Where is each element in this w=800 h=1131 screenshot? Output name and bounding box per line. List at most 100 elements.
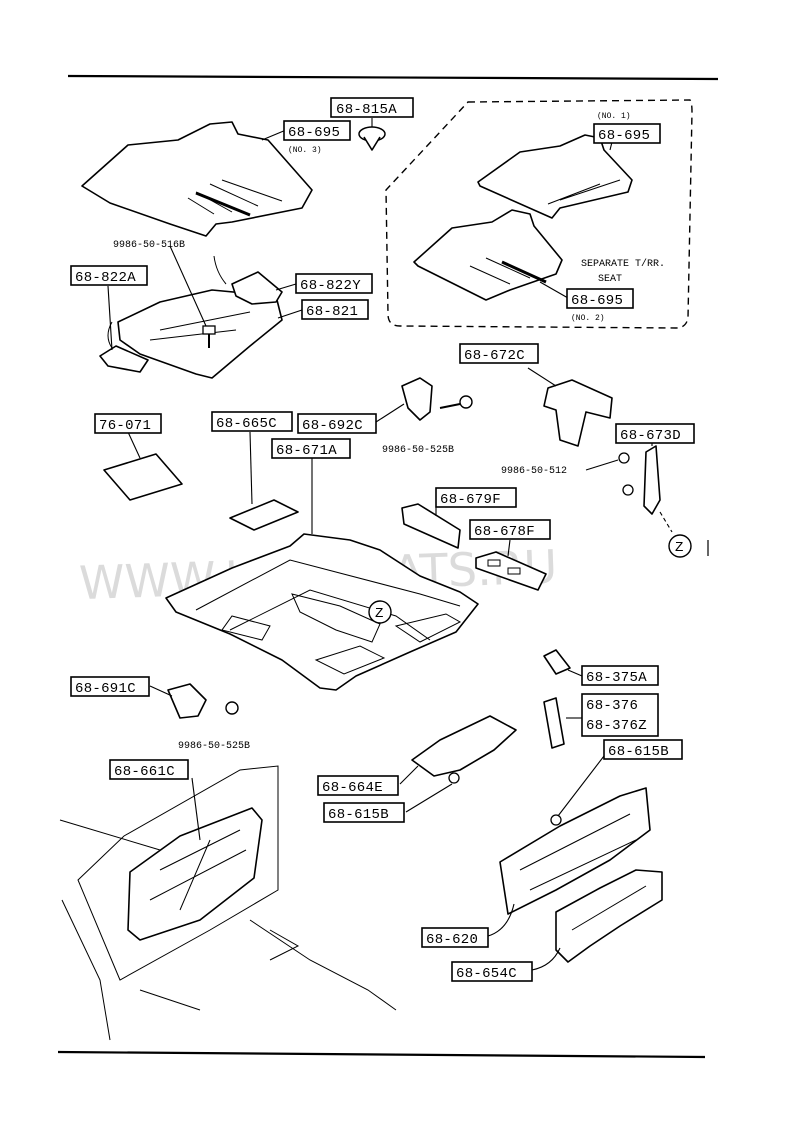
floor-mat-no3: [81, 121, 313, 237]
leader-76-071: [127, 431, 141, 459]
svg-text:68-376: 68-376: [586, 698, 638, 714]
label-68-615B-b: 68-615B: [323, 802, 405, 823]
label-68-692C: 68-692C: [297, 413, 377, 434]
label-68-821: 68-821: [301, 299, 369, 320]
floor-mat-no2: [413, 209, 563, 301]
svg-text:68-692C: 68-692C: [302, 418, 363, 434]
leader-68-665C: [249, 431, 253, 505]
svg-text:Z: Z: [675, 540, 684, 556]
label-68-664E: 68-664E: [317, 775, 399, 796]
bolt-9986-50-525B-a: [439, 395, 473, 409]
svg-text:68-695: 68-695: [288, 125, 340, 141]
bracket-68-822A: [99, 345, 149, 373]
svg-text:68-695: 68-695: [598, 128, 650, 144]
label-68-654C: 68-654C: [451, 961, 533, 982]
svg-text:68-661C: 68-661C: [114, 764, 175, 780]
reference-marker-z-side: [668, 534, 692, 558]
note-no3: (NO. 3): [288, 146, 322, 155]
label-68-822A: 68-822A: [70, 265, 148, 286]
leader-68-822Y: [275, 283, 297, 291]
svg-text:SEAT: SEAT: [598, 274, 622, 285]
label-68-672C: 68-672C: [459, 343, 539, 364]
bracket-68-672C: [543, 379, 613, 447]
label-z-main: Z: [375, 606, 383, 622]
svg-text:68-695: 68-695: [571, 293, 623, 309]
pad-68-665C: [229, 499, 299, 531]
leader-68-654C: [531, 947, 561, 971]
leader-68-672C: [527, 367, 557, 387]
bottom-rule: [57, 1050, 706, 1059]
svg-text:68-375A: 68-375A: [586, 670, 647, 686]
bracket-68-692C: [401, 377, 433, 421]
leader-68-822A: [107, 285, 113, 351]
svg-text:68-691C: 68-691C: [75, 681, 136, 697]
pad-76-071: [103, 453, 183, 501]
svg-text:68-671A: 68-671A: [276, 443, 337, 459]
leader-68-691C: [149, 685, 173, 697]
leader-68-692C: [375, 403, 405, 423]
svg-text:68-620: 68-620: [426, 932, 478, 948]
leader-68-375A: [567, 669, 583, 677]
pad-68-679F: [401, 503, 461, 549]
label-68-679F: 68-679F: [435, 487, 517, 508]
label-76-071: 76-071: [94, 413, 162, 434]
leader-68-615B-b: [405, 783, 453, 813]
bolts-9986-50-512: [618, 452, 634, 496]
label-68-695-no3: 68-695 (NO. 3): [283, 120, 351, 155]
floor-carpet-68-671A: [165, 533, 479, 691]
svg-text:68-665C: 68-665C: [216, 416, 277, 432]
label-z-side: Z: [675, 540, 684, 556]
note-no1: (NO. 1): [597, 112, 631, 121]
svg-text:68-822A: 68-822A: [75, 270, 136, 286]
dash-insulator-68-620: [499, 787, 651, 915]
leader-68-664E: [399, 765, 419, 785]
leader-68-695-no2: [539, 281, 569, 299]
label-68-615B-a: 68-615B: [603, 739, 683, 760]
svg-text:SEPARATE T/RR.: SEPARATE T/RR.: [581, 258, 665, 270]
label-9986-50-525B-b: 9986-50-525B: [178, 741, 250, 752]
cab-outline: [59, 765, 397, 1041]
label-68-691C: 68-691C: [70, 676, 150, 697]
svg-text:68-821: 68-821: [306, 304, 358, 320]
svg-text:68-815A: 68-815A: [336, 102, 397, 118]
svg-text:68-615B: 68-615B: [328, 807, 389, 823]
svg-text:68-615B: 68-615B: [608, 744, 669, 760]
svg-text:68-679F: 68-679F: [440, 492, 501, 508]
leader-9986-50-512: [585, 459, 619, 471]
insulator-68-821: [117, 289, 283, 379]
bracket-68-673D: [643, 445, 661, 515]
label-68-815A: 68-815A: [330, 97, 414, 118]
dash-insulator-68-654C: [555, 869, 663, 963]
pad-68-376: [543, 697, 565, 749]
label-68-620: 68-620: [421, 927, 489, 948]
svg-text:9986-50-512: 9986-50-512: [501, 466, 567, 477]
label-68-822Y: 68-822Y: [295, 273, 373, 294]
optional-variant-group-outline: [385, 99, 693, 329]
pad-68-678F: [475, 551, 547, 591]
label-9986-50-512: 9986-50-512: [501, 466, 567, 477]
label-68-695-no1: (NO. 1) 68-695: [593, 112, 661, 144]
svg-text:68-654C: 68-654C: [456, 966, 517, 982]
svg-text:76-071: 76-071: [99, 418, 151, 434]
bolt-9986-50-525B-b: [225, 701, 239, 715]
reference-marker-z-main: [368, 600, 392, 624]
insulator-68-664E: [411, 715, 517, 784]
label-68-671A: 68-671A: [271, 438, 351, 459]
svg-text:68-672C: 68-672C: [464, 348, 525, 364]
wire-68-822Y: [213, 255, 227, 285]
svg-text:68-664E: 68-664E: [322, 780, 383, 796]
leader-z-side: [659, 511, 673, 533]
svg-text:68-822Y: 68-822Y: [300, 278, 361, 294]
svg-text:9986-50-525B: 9986-50-525B: [178, 741, 250, 752]
bracket-68-822Y: [231, 271, 283, 305]
note-no2: (NO. 2): [571, 314, 605, 323]
label-68-376Z: 68-376Z: [586, 718, 647, 734]
label-9986-50-516B: 9986-50-516B: [113, 240, 185, 251]
clip-68-375A: [543, 649, 571, 675]
bracket-68-691C: [167, 683, 207, 719]
svg-text:68-678F: 68-678F: [474, 524, 535, 540]
label-68-665C: 68-665C: [211, 411, 293, 432]
label-68-661C: 68-661C: [109, 759, 189, 780]
